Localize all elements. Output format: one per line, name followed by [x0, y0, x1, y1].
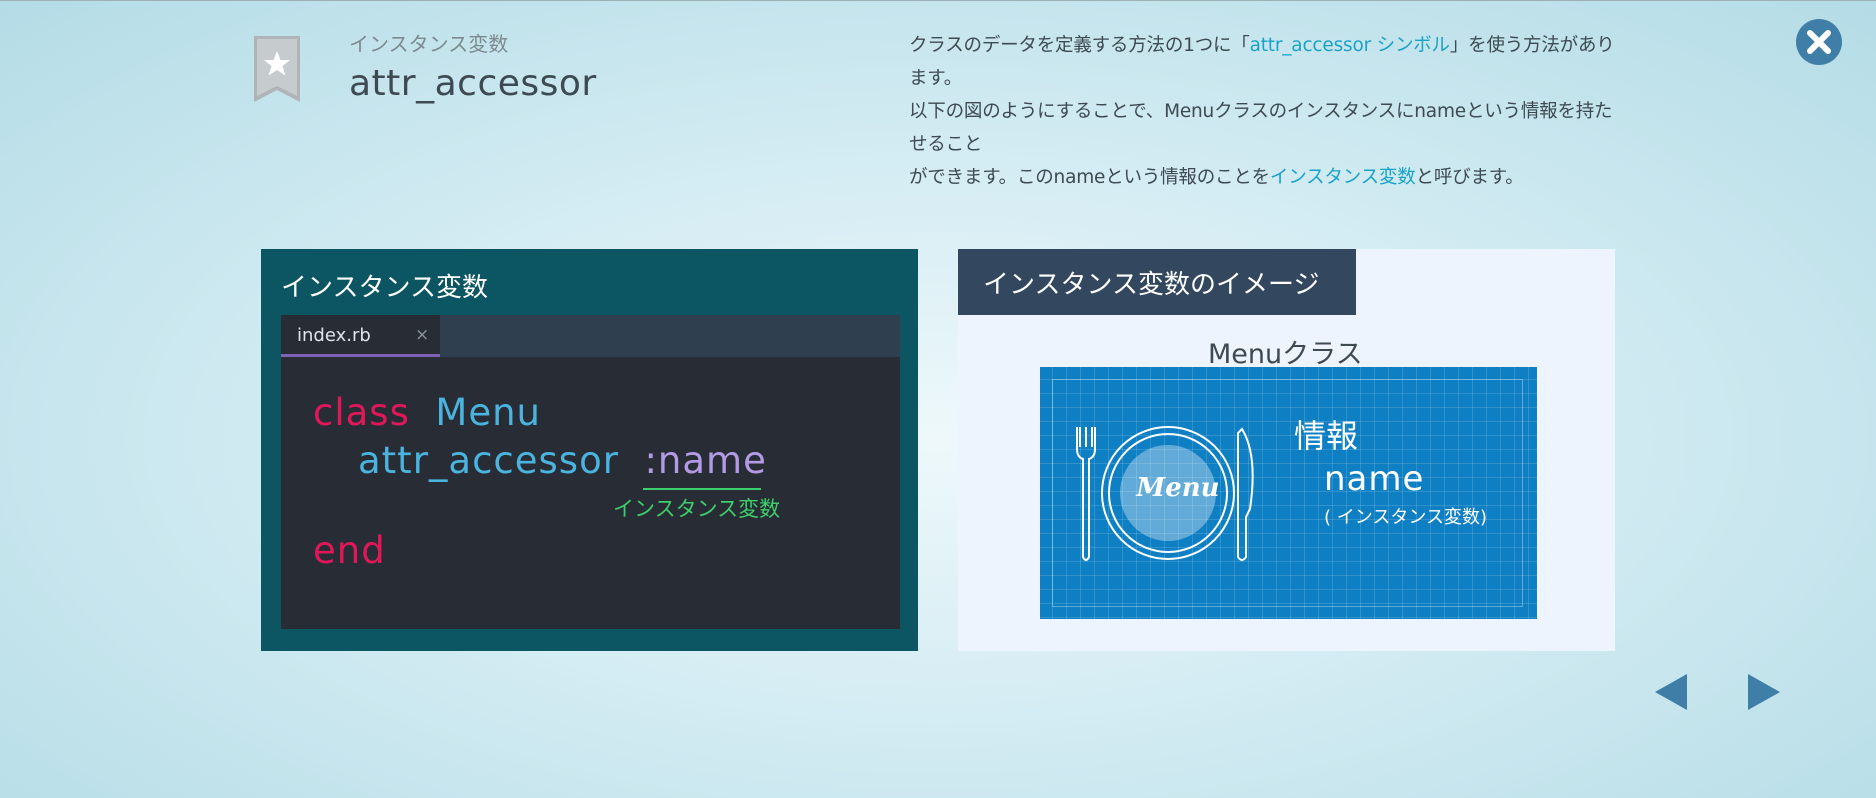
code-keyword-end: end: [313, 529, 386, 572]
description-line-3: ができます。このnameという情報のことをインスタンス変数と呼びます。: [909, 167, 1524, 188]
code-editor: index.rb × class Menu attr_accessor :nam…: [281, 315, 900, 629]
description-line-2: 以下の図のようにすることで、Menuクラスのインスタンスにnameという情報を持…: [909, 101, 1613, 155]
symbol-underline: [643, 488, 761, 490]
image-panel-header: インスタンス変数のイメージ: [958, 249, 1356, 315]
code-line-1: class Menu: [313, 391, 541, 434]
lesson-description: クラスのデータを定義する方法の1つに「attr_accessor シンボル」を使…: [909, 29, 1629, 194]
menu-class-label: Menuクラス: [1208, 339, 1363, 370]
close-button[interactable]: [1796, 19, 1842, 65]
code-annotation: インスタンス変数: [613, 497, 781, 521]
image-panel-title: インスタンス変数のイメージ: [983, 270, 1320, 300]
instance-variable-name: name: [1324, 459, 1425, 499]
tab-label: index.rb: [297, 325, 371, 346]
code-class-name: Menu: [435, 391, 541, 434]
tableware-icon: [1076, 426, 1254, 561]
bookmark-star-icon[interactable]: [254, 36, 300, 102]
menu-class-blueprint: Menu 情報 name ( インスタンス変数): [1040, 367, 1537, 619]
code-panel-title: インスタンス変数: [281, 273, 488, 303]
editor-tab-bar: index.rb ×: [281, 315, 900, 357]
code-line-2: attr_accessor :name: [358, 439, 767, 482]
image-panel: インスタンス変数のイメージ Menuクラス Menu 情報 name ( インス…: [958, 249, 1615, 651]
instance-variable-note: ( インスタンス変数): [1324, 507, 1488, 528]
info-label: 情報: [1294, 417, 1359, 455]
tab-close-icon[interactable]: ×: [415, 325, 430, 345]
code-symbol: :name: [644, 439, 767, 482]
arrow-right-icon[interactable]: [1746, 672, 1782, 712]
blueprint-frame: [1052, 379, 1523, 607]
code-panel: インスタンス変数 index.rb × class Menu attr_acce…: [261, 249, 918, 651]
close-icon: [1807, 30, 1831, 54]
highlight-attr-accessor: attr_accessor シンボル: [1249, 35, 1450, 56]
plate-logo-text: Menu: [1136, 473, 1220, 503]
lesson-category: インスタンス変数: [349, 32, 509, 56]
arrow-left-icon[interactable]: [1653, 672, 1689, 712]
code-method: attr_accessor: [358, 439, 619, 482]
description-line-1: クラスのデータを定義する方法の1つに「attr_accessor シンボル」を使…: [909, 35, 1615, 89]
code-line-3: end: [313, 529, 386, 572]
code-keyword-class: class: [313, 391, 410, 434]
lesson-title: attr_accessor: [349, 63, 597, 104]
highlight-instance-variable: インスタンス変数: [1269, 167, 1416, 188]
tab-index-rb[interactable]: index.rb ×: [281, 315, 440, 357]
